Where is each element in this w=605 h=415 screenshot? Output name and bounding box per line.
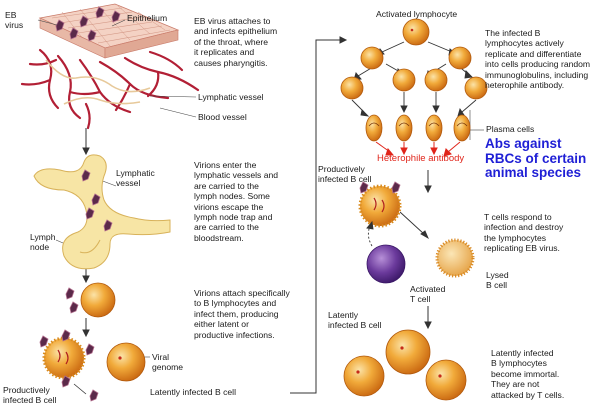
step1-description: EB virus attaches to and infects epithel… xyxy=(194,16,277,68)
latent-b-cells-right xyxy=(344,330,466,400)
activated-lymphocyte-cell xyxy=(403,19,429,45)
label-viral-genome: Viral genome xyxy=(152,352,183,373)
connector-arrow xyxy=(290,37,346,393)
label-activated-t-cell: Activated T cell xyxy=(410,284,445,305)
b-cell-step3 xyxy=(66,283,115,317)
down-arrow-to-t-cell xyxy=(425,170,431,192)
lymphatic-vessel-network xyxy=(46,60,150,104)
label-lymphatic-vessel-top: Lymphatic vessel xyxy=(198,92,264,102)
abs-against-rbcs-annotation: Abs against RBCs of certain animal speci… xyxy=(485,137,586,181)
label-plasma-cells: Plasma cells xyxy=(486,124,534,134)
label-productively-infected-left: Productively infected B cell xyxy=(3,385,57,406)
plasma-cells-row xyxy=(366,115,470,141)
step3-description: Virions attach specifically to B lymphoc… xyxy=(194,288,290,340)
label-latently-infected-right: Latently infected B cell xyxy=(328,310,382,331)
label-lymph-node: Lymph node xyxy=(30,232,55,253)
label-productively-infected-mid: Productively infected B cell xyxy=(318,164,372,185)
lysed-b-cell xyxy=(437,240,473,276)
step5-description: T cells respond to infection and destroy… xyxy=(484,212,563,254)
arrow-to-latent-cells xyxy=(425,306,431,328)
label-eb-virus: EB virus xyxy=(5,10,23,31)
label-activated-lymphocyte: Activated lymphocyte xyxy=(376,9,457,19)
productive-b-cell-mid xyxy=(360,182,400,226)
label-heterophile-antibody: Heterophile antibody xyxy=(377,154,464,164)
label-latently-infected-bottom: Latently infected B cell xyxy=(150,387,236,397)
step6-description: Latently infected B lymphocytes become i… xyxy=(491,348,564,400)
latent-b-cell-left xyxy=(107,343,145,381)
label-lymphatic-vessel-mid: Lymphatic vessel xyxy=(116,168,155,189)
differentiation-arrows xyxy=(352,92,476,116)
label-lysed-b-cell: Lysed B cell xyxy=(486,270,509,291)
step4-description: The infected B lymphocytes actively repl… xyxy=(485,28,590,90)
label-blood-vessel: Blood vessel xyxy=(198,112,247,122)
label-epithelium: Epithelium xyxy=(127,13,167,23)
step2-description: Virions enter the lymphatic vessels and … xyxy=(194,160,278,243)
activated-t-cell xyxy=(367,245,405,283)
